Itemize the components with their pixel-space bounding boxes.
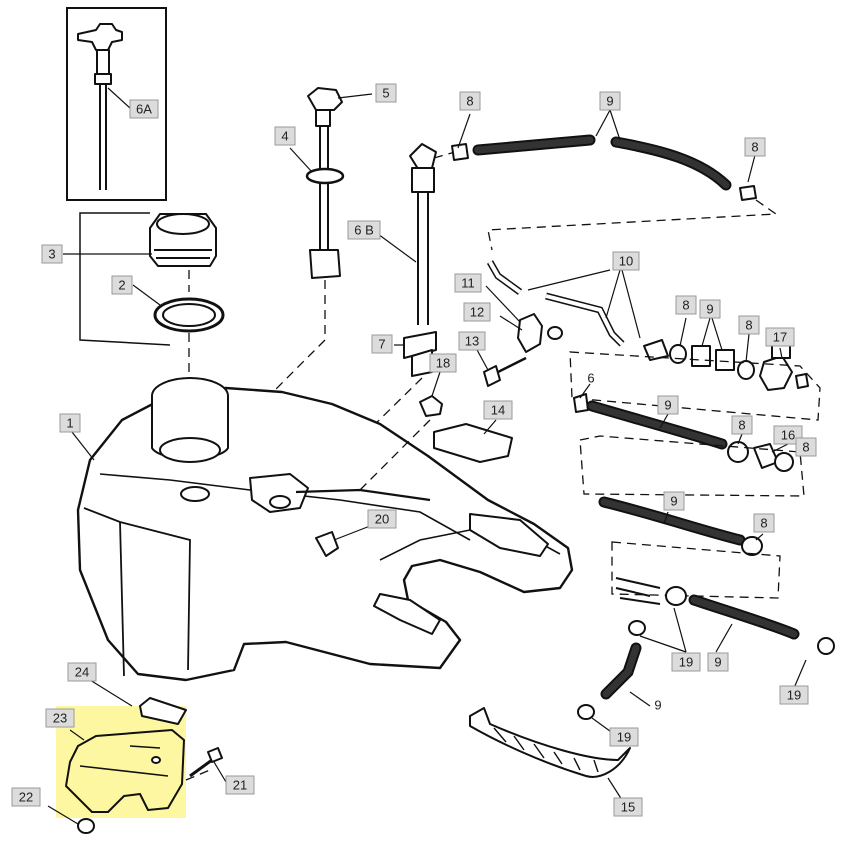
svg-text:19: 19 — [787, 688, 801, 703]
inset-6a — [66, 7, 167, 201]
svg-text:19: 19 — [679, 655, 693, 670]
label-9f: 9 — [654, 698, 661, 713]
callout-6b: 6 B — [347, 220, 381, 240]
svg-text:9: 9 — [606, 94, 613, 109]
svg-text:22: 22 — [19, 790, 33, 805]
svg-text:19: 19 — [617, 730, 631, 745]
callout-8e: 8 — [731, 415, 753, 435]
callout-2: 2 — [111, 275, 133, 295]
svg-text:23: 23 — [53, 711, 67, 726]
callout-24: 24 — [67, 662, 97, 682]
callout-14: 14 — [483, 400, 513, 420]
svg-text:15: 15 — [621, 800, 635, 815]
svg-text:13: 13 — [465, 334, 479, 349]
svg-text:9: 9 — [670, 494, 677, 509]
svg-text:12: 12 — [470, 305, 484, 320]
svg-text:8: 8 — [745, 318, 752, 333]
svg-text:2: 2 — [118, 278, 125, 293]
small-parts — [315, 371, 513, 557]
callout-9b: 9 — [699, 299, 721, 319]
strap — [469, 707, 631, 801]
svg-text:9: 9 — [714, 655, 721, 670]
svg-text:9: 9 — [664, 398, 671, 413]
callout-9a: 9 — [599, 91, 621, 111]
lower-hoses — [577, 496, 835, 735]
svg-text:4: 4 — [281, 129, 288, 144]
callout-10: 10 — [612, 251, 640, 271]
callout-19b: 19 — [609, 727, 639, 747]
callout-11: 11 — [454, 273, 482, 293]
svg-text:7: 7 — [378, 337, 385, 352]
svg-text:24: 24 — [75, 665, 89, 680]
callout-8c: 8 — [675, 295, 697, 315]
top-hoses — [451, 109, 778, 251]
svg-text:8: 8 — [751, 140, 758, 155]
filter-assembly — [569, 317, 821, 421]
svg-text:10: 10 — [619, 254, 633, 269]
svg-text:14: 14 — [491, 403, 505, 418]
callout-16: 16 — [773, 425, 803, 445]
svg-text:9: 9 — [706, 302, 713, 317]
svg-text:16: 16 — [781, 428, 795, 443]
svg-text:8: 8 — [682, 298, 689, 313]
svg-text:8: 8 — [760, 516, 767, 531]
callout-8g: 8 — [753, 513, 775, 533]
callout-21: 21 — [225, 775, 255, 795]
callout-8b: 8 — [744, 137, 766, 157]
callout-9c: 9 — [657, 395, 679, 415]
svg-text:18: 18 — [436, 356, 450, 371]
callout-7: 7 — [371, 334, 393, 354]
callout-3: 3 — [41, 244, 63, 264]
callout-18: 18 — [429, 353, 457, 373]
svg-text:8: 8 — [738, 418, 745, 433]
callout-9d: 9 — [663, 491, 685, 511]
mid-hoses — [573, 383, 805, 497]
callout-19a: 19 — [671, 652, 701, 672]
line-assembly — [475, 260, 641, 387]
callout-13: 13 — [458, 331, 486, 351]
svg-text:6A: 6A — [136, 102, 152, 117]
callout-12: 12 — [463, 302, 491, 322]
svg-text:17: 17 — [773, 330, 787, 345]
svg-text:5: 5 — [382, 86, 389, 101]
callout-9e: 9 — [707, 652, 729, 672]
sender-assembly — [209, 87, 373, 431]
svg-text:8: 8 — [802, 440, 809, 455]
callout-15: 15 — [613, 797, 643, 817]
callout-1: 1 — [59, 413, 81, 433]
cap-assembly — [63, 212, 225, 378]
guard-assembly — [47, 679, 227, 834]
svg-text:6 B: 6 B — [354, 223, 374, 238]
callout-6a: 6A — [129, 99, 159, 119]
callout-20: 20 — [367, 509, 397, 529]
callout-17: 17 — [765, 327, 795, 347]
svg-text:3: 3 — [48, 247, 55, 262]
callout-22: 22 — [11, 787, 41, 807]
svg-text:8: 8 — [466, 94, 473, 109]
callout-5: 5 — [375, 83, 397, 103]
svg-text:11: 11 — [461, 276, 475, 291]
callout-4: 4 — [274, 126, 296, 146]
fuel-tank — [71, 377, 574, 682]
svg-text:21: 21 — [233, 778, 247, 793]
callout-8f: 8 — [795, 437, 817, 457]
callout-19c: 19 — [779, 685, 809, 705]
callout-23: 23 — [45, 708, 75, 728]
label-6: 6 — [587, 371, 594, 386]
callout-8d: 8 — [738, 315, 760, 335]
svg-text:1: 1 — [66, 416, 73, 431]
svg-text:20: 20 — [375, 512, 389, 527]
callout-8a: 8 — [459, 91, 481, 111]
